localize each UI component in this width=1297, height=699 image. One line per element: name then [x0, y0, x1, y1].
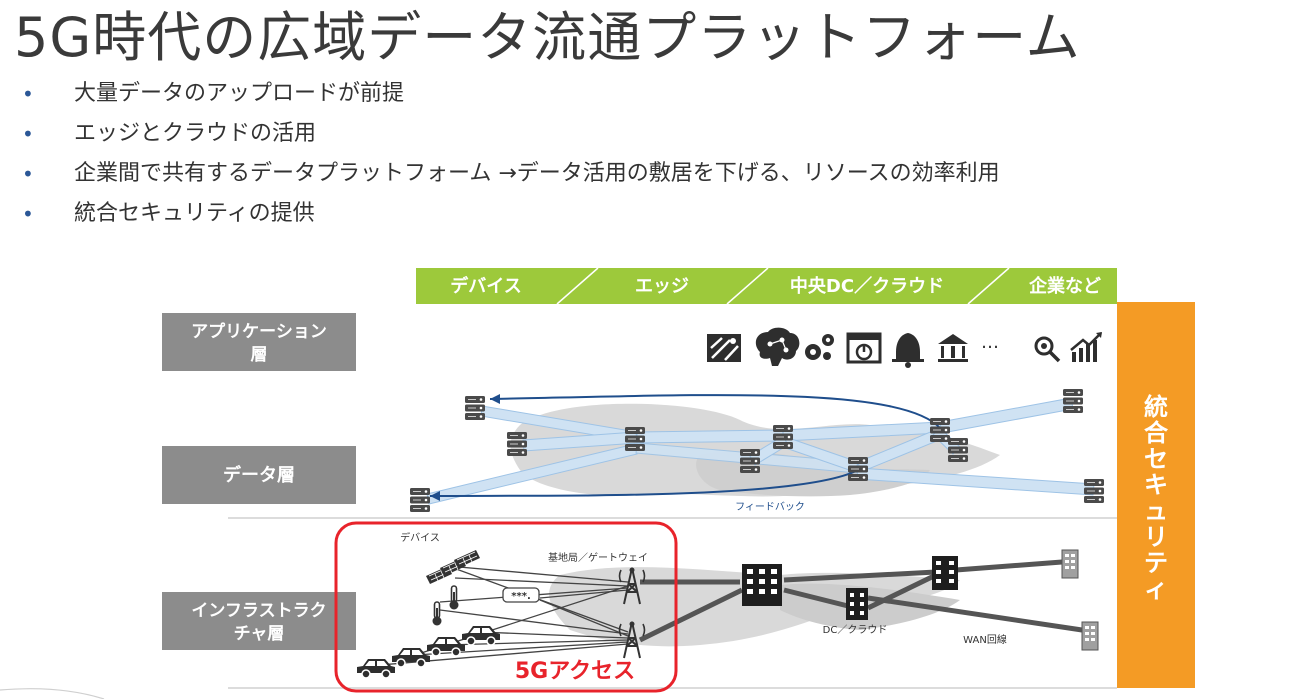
server-icon [1062, 388, 1084, 414]
page-title: 5G時代の広域データ流通プラットフォーム [14, 6, 1081, 69]
sensor-display [502, 587, 540, 603]
layer-data-label: データ層 [162, 446, 356, 504]
column-header-band: デバイス エッジ 中央DC／クラウド 企業など [416, 267, 1117, 305]
layer-infra-label: インフラストラク チャ層 [162, 592, 356, 650]
car-icon [356, 658, 396, 679]
analytics-search-icon [1034, 336, 1061, 363]
growth-chart-icon [1070, 332, 1102, 362]
server-icon [624, 426, 646, 452]
security-char: ュ [1144, 497, 1168, 525]
column-devices: デバイス [450, 275, 521, 297]
car-icon [391, 647, 431, 668]
security-char: ィ [1144, 575, 1168, 603]
bank-icon [938, 334, 968, 362]
layer-application-label: アプリケーション 層 [162, 313, 356, 371]
security-char: セ [1144, 445, 1168, 473]
sensor-reading: ***. [511, 591, 531, 602]
security-char: 統 [1144, 393, 1168, 421]
bullet-text: エッジとクラウドの活用 [74, 121, 317, 146]
security-bar: 統 合 セ キ ュ リ テ ィ [1117, 302, 1195, 688]
infra-layer-network: ***. デバイス 基地局／ゲートウェイ DC／クラウド WAN回線 [356, 531, 1099, 679]
cloud-building-icon [846, 588, 868, 620]
layer-infra-text: インフラストラク [191, 601, 326, 621]
bullet-dot: • [22, 122, 34, 146]
column-central-dc: 中央DC／クラウド [790, 275, 944, 297]
basestation-label: 基地局／ゲートウェイ [548, 551, 648, 564]
bullet-text: 大量データのアップロードが前提 [74, 81, 405, 106]
layer-infra-text: チャ層 [234, 624, 285, 644]
page-corner-curve [0, 688, 105, 699]
bell-icon [892, 333, 924, 368]
feedback-label: フィードバック [735, 501, 805, 513]
datacenter-building-icon [932, 556, 958, 590]
column-edge: エッジ [635, 276, 689, 297]
security-char: キ [1144, 471, 1168, 499]
enterprise-building-icon [1081, 621, 1099, 651]
server-icon [464, 395, 486, 421]
bullet-text: 統合セキュリティの提供 [74, 201, 315, 226]
bullet-text: 企業間で共有するデータプラットフォーム →データ活用の敷居を下げる、リソースの効… [74, 161, 1000, 186]
map-icon [707, 334, 741, 362]
server-icon [847, 456, 869, 482]
layer-data-text: データ層 [223, 464, 295, 486]
application-icons: … [707, 327, 1102, 368]
data-layer-network: フィードバック [409, 388, 1105, 513]
server-icon [1083, 478, 1105, 504]
brain-icon [755, 327, 800, 366]
server-icon [947, 437, 969, 463]
security-char: テ [1144, 549, 1168, 577]
gears-icon [805, 334, 834, 360]
bullet-dot: • [22, 202, 34, 226]
enterprise-building-icon [1061, 549, 1079, 579]
dc-cloud-label: DC／クラウド [823, 624, 888, 636]
server-icon [739, 448, 761, 474]
security-char: 合 [1144, 419, 1169, 447]
bullet-dot: • [22, 162, 34, 186]
server-icon [506, 431, 528, 457]
server-icon [772, 424, 794, 450]
layer-application-text: 層 [251, 345, 268, 365]
fiveg-access-label: 5Gアクセス [515, 659, 635, 684]
devices-label: デバイス [400, 531, 440, 544]
more-ellipsis: … [981, 332, 999, 353]
layer-application-text: アプリケーション [191, 321, 327, 342]
thermometer-icon [431, 601, 443, 627]
column-enterprise: 企業など [1028, 275, 1101, 297]
server-icon [409, 487, 431, 513]
dashboard-icon [846, 332, 882, 364]
wan-label: WAN回線 [963, 633, 1007, 646]
solar-panel-icon [453, 549, 481, 569]
fiveg-access-highlight: 5Gアクセス [334, 521, 678, 693]
security-char: リ [1144, 523, 1168, 551]
thermometer-icon [448, 585, 460, 611]
datacenter-building-icon [742, 564, 782, 606]
server-icon [929, 417, 951, 443]
bullet-dot: • [22, 82, 34, 106]
